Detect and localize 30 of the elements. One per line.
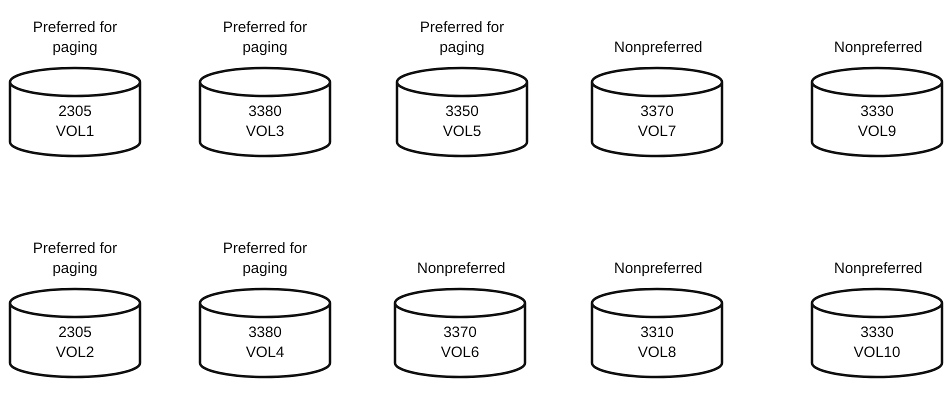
device-type-label: 3330: [860, 323, 894, 343]
device-status-label: Preferred for paging: [419, 18, 505, 58]
volume-label: VOL8: [638, 343, 676, 363]
device-type-label: 3370: [640, 102, 674, 122]
volume-label: VOL6: [440, 343, 480, 363]
volume-label: VOL1: [56, 122, 94, 142]
volume-label: VOL4: [246, 343, 284, 363]
volume-label: VOL10: [854, 343, 900, 363]
volume-label: VOL9: [858, 122, 896, 142]
device-status-label: Nonpreferred: [417, 259, 503, 279]
volume-label: VOL2: [56, 343, 94, 363]
device-status-label: Nonpreferred: [614, 38, 700, 58]
device-status-label: Nonpreferred: [614, 259, 700, 279]
device-status-label: Nonpreferred: [834, 259, 920, 279]
device-type-label: 3380: [248, 323, 282, 343]
device-status-label: Preferred for paging: [32, 18, 118, 58]
device-type-label: 3350: [445, 102, 479, 122]
device-status-label: Preferred for paging: [222, 239, 308, 279]
device-status-label: Preferred for paging: [32, 239, 118, 279]
device-type-label: 3370: [443, 323, 477, 343]
device-status-label: Nonpreferred: [834, 38, 920, 58]
device-status-label: Preferred for paging: [222, 18, 308, 58]
device-type-label: 3380: [248, 102, 282, 122]
device-type-label: 3310: [640, 323, 674, 343]
device-type-label: 3330: [860, 102, 894, 122]
device-type-label: 2305: [58, 323, 92, 343]
volume-label: VOL7: [638, 122, 676, 142]
volume-label: VOL3: [246, 122, 284, 142]
device-type-label: 2305: [58, 102, 92, 122]
volume-label: VOL5: [442, 122, 482, 142]
